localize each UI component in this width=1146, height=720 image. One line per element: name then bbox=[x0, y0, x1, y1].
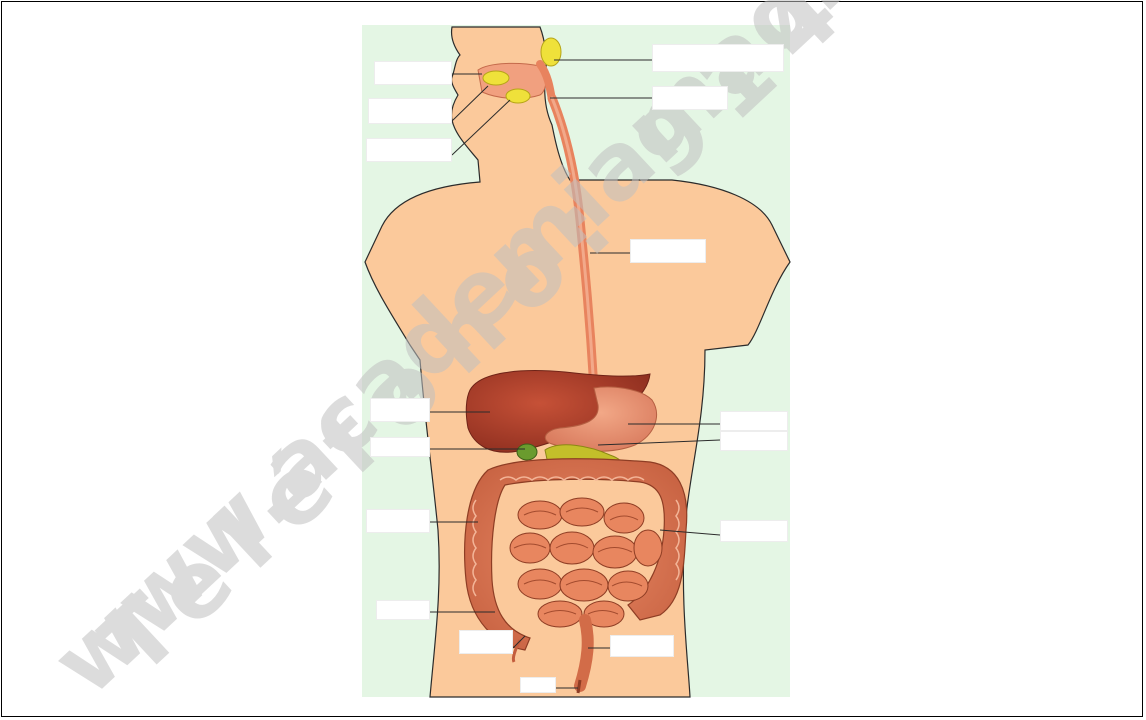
anus bbox=[578, 680, 580, 693]
label-box-salivary-gland-upper bbox=[652, 44, 784, 72]
label-box-small-intestine bbox=[720, 520, 788, 542]
label-box-pharynx bbox=[652, 86, 728, 110]
label-box-large-intestine bbox=[366, 509, 430, 533]
label-box-rectum bbox=[610, 635, 674, 657]
label-box-appendix bbox=[459, 630, 513, 654]
sublingual-gland bbox=[483, 71, 509, 85]
gallbladder bbox=[517, 444, 537, 460]
label-box-pancreas bbox=[720, 431, 788, 451]
label-box-salivary-gland-lower bbox=[366, 138, 452, 162]
label-box-gallbladder bbox=[370, 437, 430, 457]
label-box-mouth bbox=[374, 61, 452, 85]
parotid-gland bbox=[541, 38, 561, 66]
label-box-colon bbox=[376, 600, 430, 620]
label-box-tongue bbox=[368, 98, 452, 124]
label-box-anus bbox=[520, 677, 556, 693]
label-box-esophagus bbox=[630, 239, 706, 263]
label-box-stomach bbox=[720, 411, 788, 431]
rectum bbox=[580, 620, 588, 686]
label-box-liver bbox=[370, 398, 430, 422]
